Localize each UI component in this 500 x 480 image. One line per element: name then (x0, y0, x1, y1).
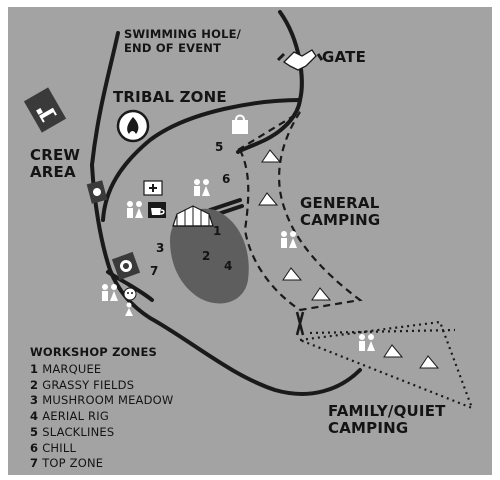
road-marquee-link (208, 198, 242, 212)
general-camping-line-2: CAMPING (300, 211, 381, 229)
gate-label: GATE (322, 48, 367, 66)
path-family-camping-top (309, 328, 456, 335)
crew-area-label: CREW AREA (30, 147, 80, 181)
road-tribal-loop (101, 98, 302, 222)
bed-icon (23, 87, 67, 133)
toilets-icon (102, 179, 375, 351)
path-family-camping (299, 320, 474, 410)
legend-title: WORKSHOP ZONES (30, 345, 158, 359)
legend-item-number: 1 (30, 362, 39, 376)
legend-item-name: TOP ZONE (42, 456, 104, 471)
recycling-icon (86, 180, 108, 204)
general-camping-label: GENERAL CAMPING (300, 195, 380, 229)
campfire-icon (116, 109, 150, 143)
legend-item-name: MARQUEE (42, 362, 102, 376)
legend-item-name: SLACKLINES (42, 424, 115, 439)
zone-marker-aerial-rig: 4 (224, 259, 233, 273)
road-main-west (90, 163, 362, 396)
path-general-camping-top (237, 111, 301, 151)
family-camping-line-1: FAMILY/QUIET (328, 402, 446, 420)
tent-icon (383, 344, 404, 358)
tent-icon (261, 149, 282, 163)
zone-marker-marquee: 1 (213, 224, 222, 238)
marquee-tent-icon (172, 205, 214, 227)
general-camping-line-1: GENERAL (300, 194, 380, 212)
handshake-icon (276, 49, 324, 71)
first-aid-icon (143, 180, 163, 196)
food-icon (111, 251, 141, 281)
swimming-hole-line-1: SWIMMING HOLE/ (124, 27, 242, 41)
zone-marker-mushroom-meadow: 3 (156, 241, 165, 255)
tent-icon (419, 355, 440, 369)
legend-item-number: 4 (30, 409, 39, 424)
legend-item-number: 6 (30, 440, 39, 455)
crew-area-line-1: CREW (30, 146, 81, 164)
road-east-curve (236, 98, 302, 154)
bag-icon (232, 114, 248, 134)
path-general-camping-west (239, 149, 301, 311)
map-background (8, 7, 492, 475)
tribal-zone-label: TRIBAL ZONE (113, 88, 227, 106)
legend-item-name: GRASSY FIELDS (42, 377, 135, 392)
legend-item-name: MUSHROOM MEADOW (42, 393, 174, 408)
zone-marker-chill: 6 (222, 172, 231, 186)
tent-icon (282, 267, 303, 281)
legend-item-number: 2 (30, 377, 39, 392)
crew-area-line-2: AREA (30, 163, 76, 181)
path-general-camping-east (278, 111, 363, 312)
tent-icon (311, 287, 332, 301)
legend-item-number: 3 (30, 393, 39, 408)
zone-marker-top-zone: 7 (150, 264, 159, 278)
swimming-hole-line-2: END OF EVENT (124, 41, 222, 55)
swimming-hole-label: SWIMMING HOLE/ END OF EVENT (124, 27, 241, 55)
path-connector (295, 311, 305, 336)
coffee-icon (148, 202, 166, 218)
tent-icon (258, 192, 279, 206)
person-icon (125, 302, 133, 316)
smiley-icon (123, 287, 137, 301)
legend-item-number: 7 (30, 456, 39, 471)
workshop-zone-area (170, 208, 249, 304)
zone-marker-slacklines: 5 (215, 140, 224, 154)
family-camping-label: FAMILY/QUIET CAMPING (328, 403, 446, 437)
legend-item-name: CHILL (42, 440, 77, 455)
legend-item-name: AERIAL RIG (42, 409, 109, 424)
family-camping-line-2: CAMPING (328, 419, 409, 437)
road-swimming-hole (90, 31, 120, 167)
legend-item-number: 5 (30, 424, 39, 439)
road-junction (106, 270, 154, 302)
zone-marker-grassy-fields: 2 (202, 249, 211, 263)
